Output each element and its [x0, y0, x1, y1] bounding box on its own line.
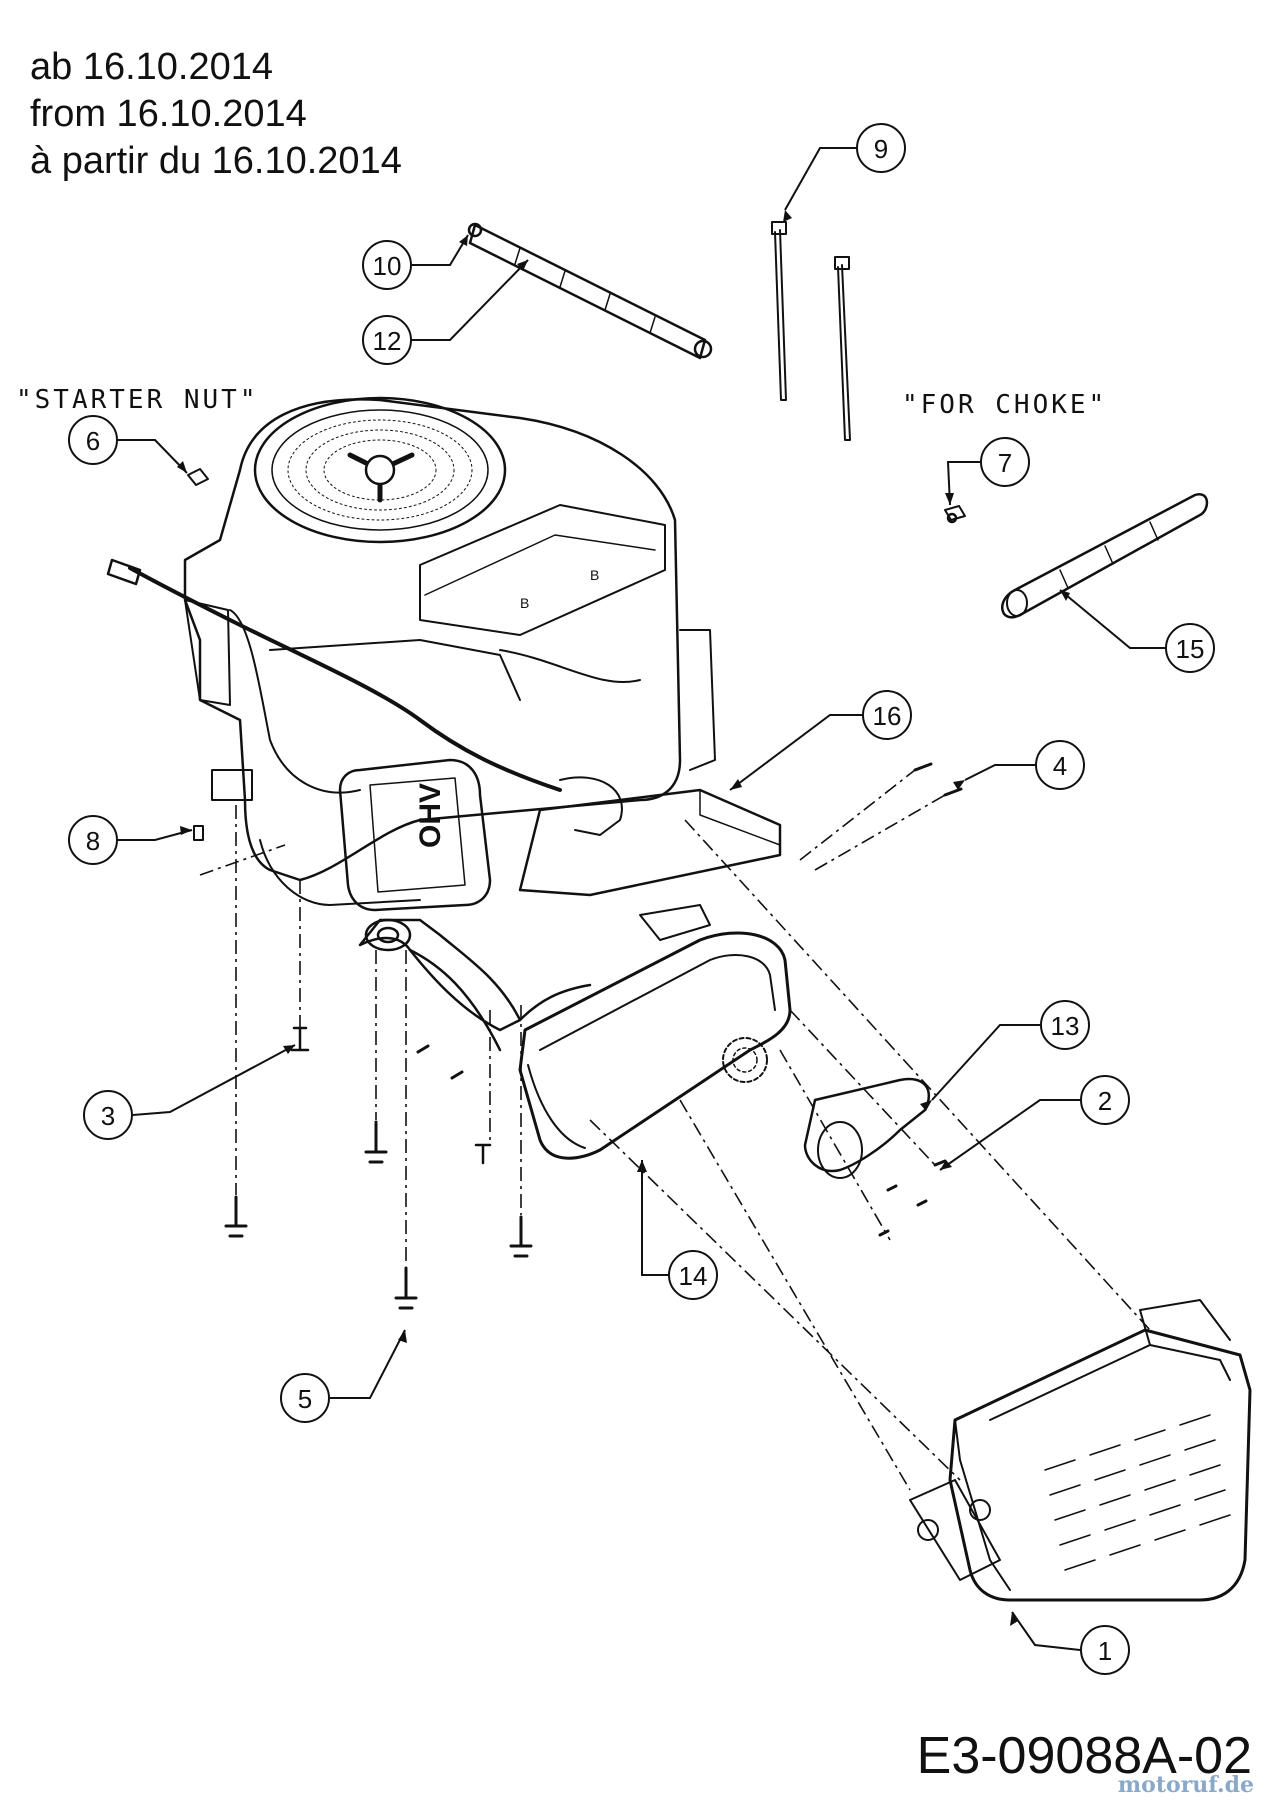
callout-circle-14 [668, 1250, 718, 1300]
watermark-logo: motoruf.de [1117, 1772, 1254, 1798]
ohv-label: OHV [414, 783, 447, 848]
callout-6: 6 [86, 426, 100, 456]
deflector-13 [803, 1077, 931, 1173]
cable-tie-9a [774, 229, 787, 401]
muffler-14 [518, 904, 792, 1160]
callout-7: 7 [998, 448, 1012, 478]
callout-circle-5 [280, 1373, 330, 1423]
svg-text:B: B [520, 595, 529, 611]
screw-3 [290, 1026, 310, 1052]
callout-15: 15 [1176, 634, 1205, 664]
callout-9: 9 [874, 134, 888, 164]
callout-5: 5 [298, 1384, 312, 1414]
heat-shield-16 [518, 788, 782, 897]
valid-from-en: from 16.10.2014 [30, 93, 307, 135]
drawing-number: E3-09088A-02 [916, 1727, 1252, 1785]
callout-13: 13 [1051, 1011, 1080, 1041]
callout-circle-10 [362, 240, 412, 290]
callout-1: 1 [1098, 1636, 1112, 1666]
callout-circle-6 [68, 415, 118, 465]
callout-circle-1 [1080, 1625, 1130, 1675]
callout-14: 14 [679, 1261, 708, 1291]
screw-2 [878, 1159, 947, 1237]
callout-12: 12 [373, 326, 402, 356]
callout-circle-15 [1165, 623, 1215, 673]
bolt-5a [224, 1195, 248, 1238]
cable-tie-9b [837, 264, 851, 441]
callout-circle-13 [1040, 1000, 1090, 1050]
callout-10: 10 [373, 251, 402, 281]
muffler-guard-1 [909, 1299, 1252, 1602]
bolt-5d [394, 1266, 418, 1310]
callout-16: 16 [873, 701, 902, 731]
bolt-5b [364, 1120, 388, 1164]
clamp-10 [467, 222, 483, 238]
callout-circle-7 [980, 437, 1030, 487]
callout-8: 8 [86, 826, 100, 856]
screw-a [474, 1143, 492, 1165]
callout-circle-12 [362, 315, 412, 365]
engine-assembly: B B [106, 396, 716, 912]
callout-3: 3 [101, 1101, 115, 1131]
callout-circle-8 [68, 815, 118, 865]
pin-8 [193, 825, 204, 841]
callout-2: 2 [1098, 1086, 1112, 1116]
starter-nut-note: "STARTER NUT" [16, 385, 259, 415]
exhaust-flange [364, 918, 412, 952]
valid-from-fr: à partir du 16.10.2014 [30, 140, 402, 182]
svg-text:B: B [590, 567, 599, 583]
callout-circle-9 [856, 123, 906, 173]
callout-circle-4 [1035, 740, 1085, 790]
sleeve-15 [1001, 492, 1209, 619]
bolt-5c [509, 1215, 533, 1258]
exhaust-pipe [358, 918, 522, 1032]
callout-4: 4 [1053, 751, 1067, 781]
valid-from-de: ab 16.10.2014 [30, 46, 274, 88]
for-choke-note: "FOR CHOKE" [902, 390, 1108, 420]
sleeve-12 [468, 223, 707, 360]
callout-circle-16 [862, 690, 912, 740]
callout-circle-2 [1080, 1075, 1130, 1125]
screw-4 [913, 762, 963, 797]
callout-circle-3 [83, 1090, 133, 1140]
nut-6 [187, 468, 209, 486]
